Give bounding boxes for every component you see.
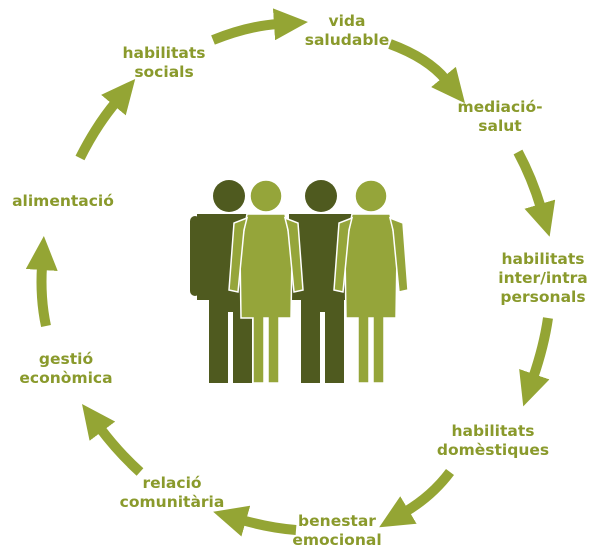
arrow-interpersonals-to-domestiques xyxy=(519,317,553,407)
arrow-vida-to-mediacio xyxy=(388,39,466,104)
label-mediacio-salut: mediació- salut xyxy=(457,98,543,135)
label-benestar-emocional: benestar emocional xyxy=(292,512,382,546)
label-habilitats-socials: habilitats socials xyxy=(122,44,206,81)
label-alimentacio: alimentació xyxy=(12,192,114,210)
group-of-four-people-icon xyxy=(190,179,409,384)
arrow-domestiques-to-benestar xyxy=(379,468,454,528)
label-habilitats-inter-intra-personals: habilitats inter/intra personals xyxy=(498,250,588,306)
label-habilitats-domestiques: habilitats domèstiques xyxy=(436,422,550,459)
woman-figure-icon xyxy=(333,179,409,384)
arrow-alimentacio-to-socials xyxy=(75,78,136,161)
arrow-relacio-to-gestio xyxy=(81,404,144,476)
label-gestio-economica: gestió econòmica xyxy=(19,350,113,387)
label-vida-saludable: vida saludable xyxy=(304,12,390,49)
arrow-gestio-to-alimentacio xyxy=(25,236,58,328)
arrow-mediacio-to-interpersonals xyxy=(513,149,556,237)
woman-figure-icon xyxy=(228,179,304,384)
arrow-benestar-to-relacio xyxy=(213,505,297,537)
arrow-socials-to-vida xyxy=(211,8,308,45)
cycle-arrows xyxy=(25,8,556,537)
label-relacio-comunitaria: relació comunitària xyxy=(119,474,225,511)
